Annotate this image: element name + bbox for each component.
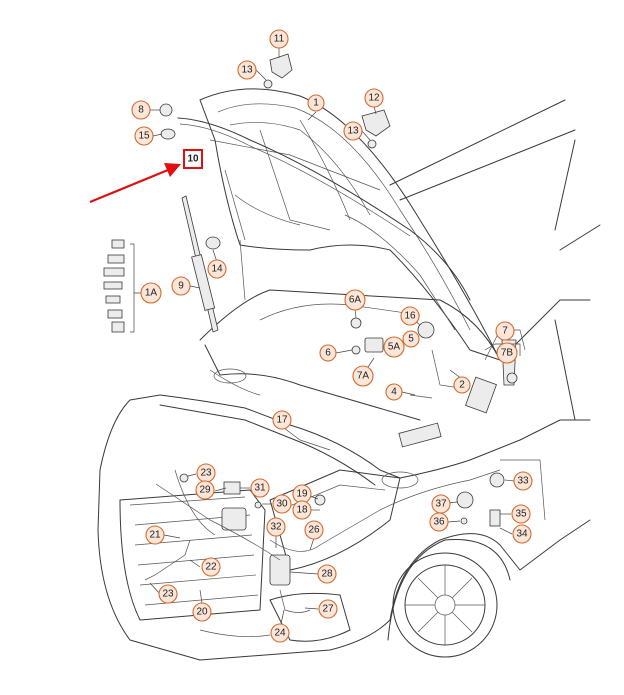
hood-stop-11 [269, 53, 293, 79]
callout-2: 2 [453, 376, 471, 394]
callout-11: 11 [269, 29, 289, 49]
svg-text:22: 22 [205, 562, 217, 573]
callout-35: 35 [511, 504, 531, 524]
svg-text:5: 5 [408, 334, 414, 345]
callout-21: 21 [145, 525, 165, 545]
callout-27: 27 [318, 599, 338, 619]
highlight-arrow [89, 163, 181, 204]
callout-19: 19 [292, 484, 312, 504]
callout-34: 34 [512, 524, 532, 544]
callout-15: 15 [134, 126, 154, 146]
svg-text:2: 2 [459, 380, 465, 391]
svg-text:12: 12 [368, 93, 380, 104]
svg-text:8: 8 [138, 105, 144, 116]
svg-text:15: 15 [138, 131, 150, 142]
grommet [205, 236, 221, 250]
callout-20: 20 [192, 602, 212, 622]
callout-33: 33 [513, 471, 533, 491]
svg-text:6A: 6A [349, 295, 362, 306]
svg-text:7B: 7B [501, 348, 514, 359]
hood-seal [177, 117, 471, 301]
svg-text:14: 14 [211, 264, 223, 275]
callout-28: 28 [317, 564, 337, 584]
callout-32: 32 [266, 517, 286, 537]
svg-text:28: 28 [321, 569, 333, 580]
svg-text:4: 4 [391, 387, 397, 398]
svg-text:26: 26 [308, 525, 320, 536]
callout-29: 29 [195, 480, 215, 500]
callout-18: 18 [292, 500, 312, 520]
callout-30: 30 [272, 494, 292, 514]
washer [160, 128, 176, 140]
svg-text:13: 13 [241, 65, 253, 76]
svg-text:16: 16 [404, 311, 416, 322]
callout-4: 4 [385, 383, 403, 401]
svg-text:1A: 1A [145, 288, 158, 299]
callout-14: 14 [207, 259, 227, 279]
callout-6: 6 [319, 344, 337, 362]
svg-text:19: 19 [296, 489, 308, 500]
svg-text:7: 7 [502, 326, 508, 337]
callout-1: 1 [307, 94, 325, 112]
callout-13-right: 13 [343, 121, 363, 141]
svg-text:13: 13 [347, 126, 359, 137]
svg-text:17: 17 [276, 415, 288, 426]
svg-text:34: 34 [516, 529, 528, 540]
callout-10-highlighted: 10 [183, 149, 203, 169]
callout-6A: 6A [344, 289, 366, 311]
callout-5A: 5A [383, 336, 405, 358]
callout-24: 24 [270, 623, 290, 643]
svg-text:27: 27 [322, 604, 334, 615]
callout-7B: 7B [496, 342, 518, 364]
callout-26: 26 [304, 520, 324, 540]
screw-set-1A [103, 239, 135, 333]
callout-36: 36 [429, 512, 449, 532]
svg-text:10: 10 [187, 154, 199, 165]
gas-strut-cylinder [191, 254, 216, 311]
callouts: 1 11 13 12 13 8 15 10 14 9 1A 6A 16 6 5A… [131, 29, 533, 643]
svg-text:31: 31 [254, 483, 266, 494]
car-body-outline [97, 88, 601, 661]
svg-text:29: 29 [199, 485, 211, 496]
nut [159, 103, 173, 117]
svg-text:1: 1 [313, 98, 319, 109]
svg-text:23: 23 [162, 589, 174, 600]
callout-23-bottom: 23 [158, 584, 178, 604]
svg-text:7A: 7A [357, 371, 370, 382]
callout-8: 8 [131, 100, 151, 120]
callout-7A: 7A [352, 365, 374, 387]
svg-text:21: 21 [149, 530, 161, 541]
callout-37: 37 [431, 494, 451, 514]
svg-text:5A: 5A [388, 342, 401, 353]
svg-text:30: 30 [276, 499, 288, 510]
callout-16: 16 [400, 306, 420, 326]
svg-text:32: 32 [270, 522, 282, 533]
svg-text:18: 18 [296, 505, 308, 516]
svg-text:35: 35 [515, 509, 527, 520]
callout-5: 5 [402, 330, 420, 348]
callout-22: 22 [201, 557, 221, 577]
callout-23-top: 23 [196, 463, 216, 483]
callout-12: 12 [364, 88, 384, 108]
callout-13-top: 13 [237, 60, 257, 80]
svg-text:33: 33 [517, 476, 529, 487]
svg-text:36: 36 [433, 517, 445, 528]
svg-text:20: 20 [196, 607, 208, 618]
callout-1A: 1A [140, 282, 162, 304]
hood-stop-12 [361, 109, 391, 137]
parts [103, 53, 518, 613]
callout-31: 31 [250, 478, 270, 498]
svg-text:11: 11 [274, 34, 285, 45]
callout-7: 7 [495, 321, 515, 341]
callout-9: 9 [171, 276, 191, 296]
svg-text:24: 24 [274, 628, 286, 639]
svg-text:6: 6 [325, 348, 331, 359]
svg-text:23: 23 [200, 468, 212, 479]
callout-17: 17 [272, 410, 292, 430]
leader-lines [134, 48, 521, 625]
svg-text:9: 9 [178, 281, 184, 292]
svg-text:37: 37 [435, 499, 447, 510]
